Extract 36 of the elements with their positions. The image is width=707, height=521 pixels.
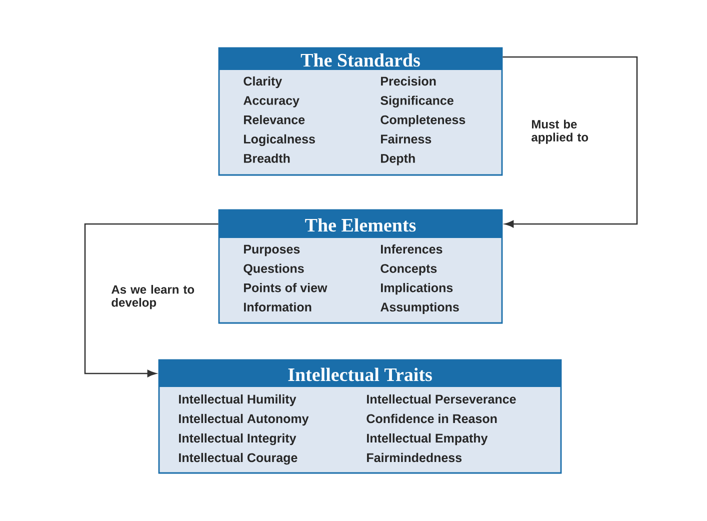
list-item: Points of view xyxy=(244,283,328,292)
list-item: Intellectual Courage xyxy=(179,452,298,465)
list-item: Accuracy xyxy=(244,96,300,108)
list-item: Intellectual Perseverance xyxy=(367,394,516,404)
list-item: Intellectual Autonomy xyxy=(179,414,309,426)
box-heading: Intellectual Traits xyxy=(288,368,432,382)
list-item: Intellectual Integrity xyxy=(179,433,296,446)
list-item: Logicalness xyxy=(244,134,315,146)
box-heading: The Elements xyxy=(305,218,416,232)
list-item: Precision xyxy=(381,76,436,86)
list-item: Relevance xyxy=(244,115,305,124)
list-item: Intellectual Humility xyxy=(179,394,296,406)
arrow xyxy=(84,223,218,378)
edge-label: Must be applied to xyxy=(532,120,588,144)
list-item: Significance xyxy=(380,96,454,108)
box-heading: The Standards xyxy=(300,53,420,67)
list-item: Concepts xyxy=(380,264,437,276)
list-item: Fairmindedness xyxy=(367,452,462,462)
list-item: Confidence in Reason xyxy=(366,414,497,424)
list-box xyxy=(158,359,562,474)
list-item: Intellectual Empathy xyxy=(367,433,488,446)
edge-label: As we learn to develop xyxy=(112,284,194,310)
list-box xyxy=(218,47,503,176)
list-item: Assumptions xyxy=(380,302,459,314)
list-item: Depth xyxy=(381,154,415,166)
list-box xyxy=(218,209,503,324)
list-item: Implications xyxy=(381,283,453,295)
list-item: Information xyxy=(244,302,312,312)
list-item: Questions xyxy=(244,264,304,276)
list-item: Clarity xyxy=(244,76,282,88)
list-item: Completeness xyxy=(380,115,466,127)
list-item: Fairness xyxy=(381,134,432,144)
list-item: Breadth xyxy=(244,154,290,163)
list-item: Inferences xyxy=(381,244,442,254)
arrow xyxy=(502,56,638,228)
list-item: Purposes xyxy=(244,244,300,256)
